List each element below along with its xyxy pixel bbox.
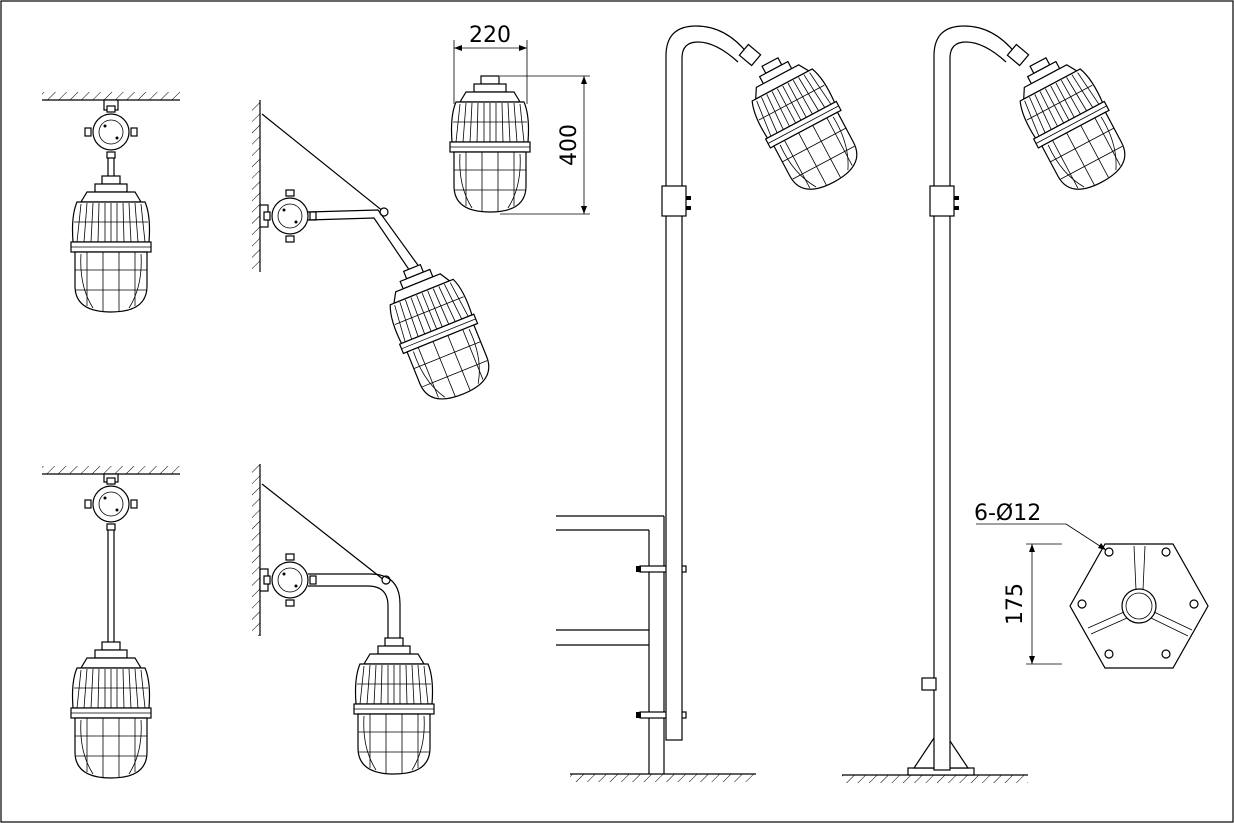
dimensioned-lamp-view: 220 400: [449, 23, 590, 215]
pole-bracket-mount-view: [556, 25, 870, 782]
base-plate-view: 6-Ø12 175: [974, 501, 1209, 669]
holes-dimension-label: 6-Ø12: [974, 501, 1041, 526]
width-dimension-label: 220: [469, 23, 511, 48]
ceiling-mount-view: [42, 92, 180, 313]
ceiling-pendant-view: [42, 466, 180, 779]
base-dimension-label: 175: [1003, 583, 1028, 625]
wall-mount-angled-view: [252, 100, 501, 410]
floor-pole-view: [842, 25, 1138, 783]
height-dimension-label: 400: [557, 124, 582, 166]
wall-mount-elbow-view: [252, 464, 435, 775]
